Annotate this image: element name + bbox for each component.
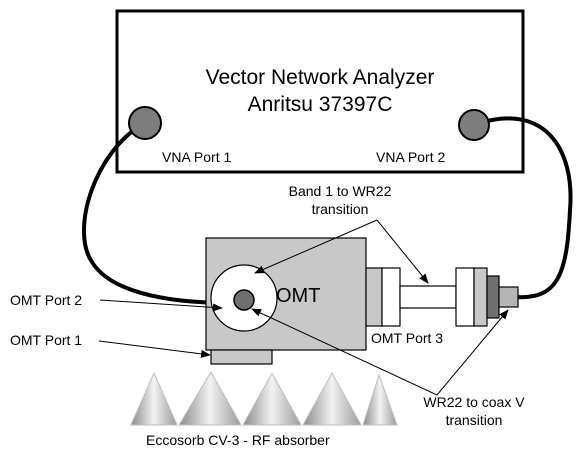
omt-port2-arrow	[99, 299, 223, 312]
cable-port1	[82, 121, 245, 305]
omt-port2-center	[233, 289, 255, 311]
band1-transition-label-line2: transition	[312, 201, 369, 217]
absorber-cone	[178, 371, 242, 426]
wr22-flange-gray	[473, 267, 488, 327]
vna-port1-connector	[128, 106, 162, 140]
vna-port2-label: VNA Port 2	[376, 149, 445, 165]
vna-box	[115, 9, 525, 174]
omt-port1-flange	[210, 349, 273, 365]
absorber-cone	[130, 371, 178, 426]
absorber-cone	[302, 371, 362, 426]
vna-title-line1: Vector Network Analyzer	[206, 66, 435, 89]
wr22-arrow-to-omt	[251, 308, 438, 396]
absorber-cone	[242, 371, 302, 426]
band1-arrow-to-omt	[254, 219, 378, 274]
omt-port3-flange-white	[381, 267, 401, 327]
coax-adapter-gray	[498, 286, 519, 308]
wr22-arrow-to-adapter	[436, 309, 509, 396]
omt-body-label: OMT	[276, 285, 320, 307]
band1-wr22-transition	[399, 285, 457, 309]
omt-port2-label: OMT Port 2	[10, 292, 82, 308]
rf-absorber	[130, 371, 398, 426]
absorber-label: Eccosorb CV-3 - RF absorber	[146, 432, 330, 448]
wr22-flange-white	[455, 267, 475, 327]
omt-port1-label: OMT Port 1	[10, 332, 82, 348]
vna-port2-connector	[458, 109, 490, 141]
band1-arrow-to-waveguide	[376, 219, 429, 284]
wr22-transition-label-line2: transition	[446, 412, 503, 428]
wr22-transition-label-line1: WR22 to coax V	[423, 394, 525, 410]
absorber-cone	[362, 373, 398, 426]
omt-port1-arrow	[98, 340, 211, 358]
omt-port3-label: OMT Port 3	[371, 330, 443, 346]
omt-port3-flange-gray	[365, 267, 383, 327]
cable-port2	[473, 116, 573, 300]
band1-transition-label-line1: Band 1 to WR22	[289, 183, 392, 199]
vna-port1-label: VNA Port 1	[162, 149, 231, 165]
coax-adapter-dark	[486, 275, 500, 319]
vna-title-line2: Anritsu 37397C	[248, 93, 393, 116]
